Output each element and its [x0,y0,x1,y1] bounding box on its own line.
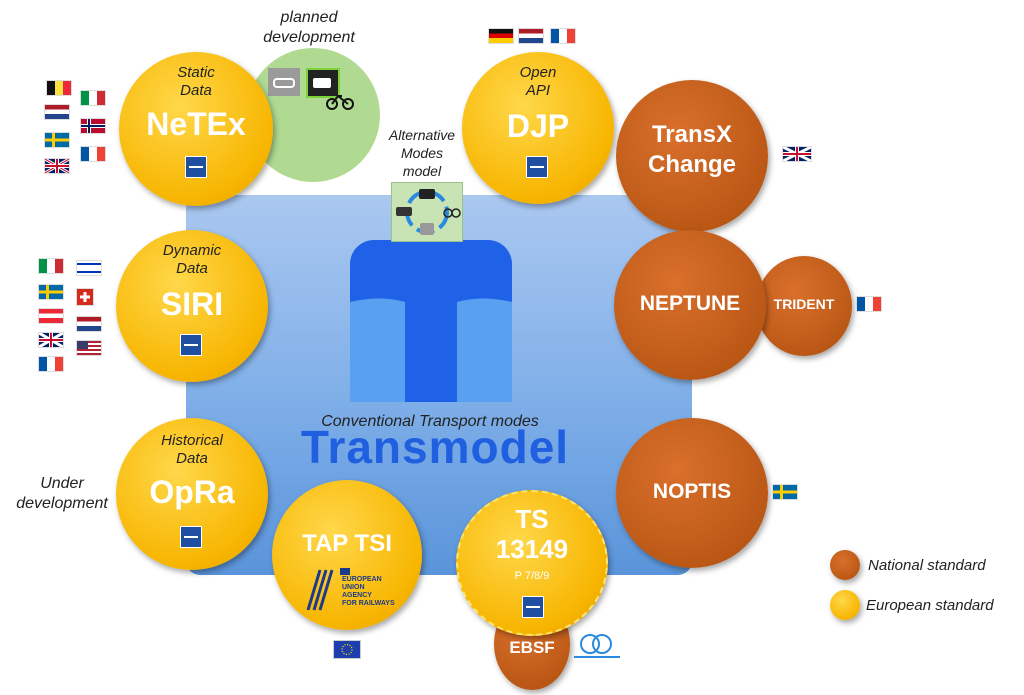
cen-logo-icon [522,596,544,618]
alt-modes-line3: model [402,163,442,179]
taptsi-standard: TAP TSI EUROPEAN UNION AGENCY FOR RAILWA… [272,480,422,630]
netherlands-flag-icon [44,104,70,120]
austria-flag-icon [38,308,64,324]
car-icon [306,68,340,98]
france-flag-icon [550,28,576,44]
noptis-standard: NOPTIS [616,418,768,568]
taptsi-name: TAP TSI [302,530,392,557]
neptune-name: NEPTUNE [639,292,741,315]
under-dev-line2: development [16,495,108,512]
ebsf-name: EBSF [509,638,555,657]
center-caption: Conventional Transport modes [321,413,539,430]
belgium-flag-icon [46,80,72,96]
siri-name: SIRI [160,286,224,322]
france-flag-icon [38,356,64,372]
germany-flag-icon [488,28,514,44]
transx-name1: TransX [651,121,733,148]
switzerland-flag-icon [76,288,94,306]
alt-modes-label: Alternative Modes model [372,126,472,180]
center-title: Transmodel [300,421,570,473]
djp-sub1: Open [519,64,557,81]
alt-modes-line1: Alternative [388,127,456,143]
planned-development-label: planned development [244,8,374,48]
transx-name2: Change [647,151,736,178]
uk-flag-icon [38,331,64,349]
italy-flag-icon [38,258,64,274]
netherlands-flag-icon [76,316,102,332]
planned-line2: development [263,29,355,46]
bicycle-icon [326,92,354,110]
cen-logo-icon [180,334,202,356]
siri-sub2: Data [176,260,208,277]
france-flag-icon [856,296,882,312]
eu-flag-icon [333,640,361,659]
netex-name: NeTEx [146,106,246,142]
siri-standard: Dynamic Data SIRI [116,230,268,382]
legend-european-dot [830,590,860,620]
legend-national-label: National standard [868,557,986,574]
era-line3: AGENCY [342,592,372,599]
israel-flag-icon [76,260,102,276]
cen-logo-icon [180,526,202,548]
uitp-logo-icon [574,630,620,660]
uk-flag-icon [782,145,812,163]
era-logo-icon [306,566,390,612]
transmodel-logo-icon [350,240,512,402]
netex-standard: Static Data NeTEx [119,52,273,206]
era-line1: EUROPEAN [342,576,382,583]
legend-national-dot [830,550,860,580]
italy-flag-icon [80,90,106,106]
ts-parts: P 7/8/9 [514,570,550,582]
ts13149-standard: TS 13149 P 7/8/9 [456,490,608,636]
opra-sub1: Historical [161,432,223,449]
alt-modes-line2: Modes [400,145,444,161]
ts-name2: 13149 [495,534,569,564]
cen-logo-icon [526,156,548,178]
opra-name: OpRa [149,474,235,510]
transxchange-standard: TransX Change [616,80,768,232]
sweden-flag-icon [772,484,798,500]
norway-flag-icon [80,118,106,134]
cen-logo-icon [185,156,207,178]
netex-sub2: Data [180,82,212,99]
ts-name1: TS [515,504,549,534]
sweden-flag-icon [38,284,64,300]
neptune-standard: NEPTUNE [614,230,766,380]
uk-flag-icon [44,157,70,175]
djp-standard: Open API DJP [462,52,614,204]
djp-sub2: API [525,82,551,99]
siri-sub1: Dynamic [162,242,222,259]
netex-sub1: Static [177,64,215,81]
netherlands-flag-icon [518,28,544,44]
era-line4: FOR RAILWAYS [342,600,395,607]
noptis-name: NOPTIS [652,480,732,503]
opra-standard: Historical Data OpRa [116,418,268,570]
planned-line1: planned [280,9,338,26]
trident-standard: TRIDENT [756,256,852,356]
usa-flag-icon [76,340,102,356]
sweden-flag-icon [44,132,70,148]
era-line2: UNION [342,584,365,591]
under-development-label: Under development [2,474,122,514]
alt-modes-icon [391,182,463,242]
under-dev-line1: Under [40,475,84,492]
trident-name: TRIDENT [773,296,835,312]
france-flag-icon [80,146,106,162]
opra-sub2: Data [176,450,208,467]
djp-name: DJP [506,108,570,144]
car-sharing-icon [268,68,300,96]
legend-european-label: European standard [866,597,994,614]
